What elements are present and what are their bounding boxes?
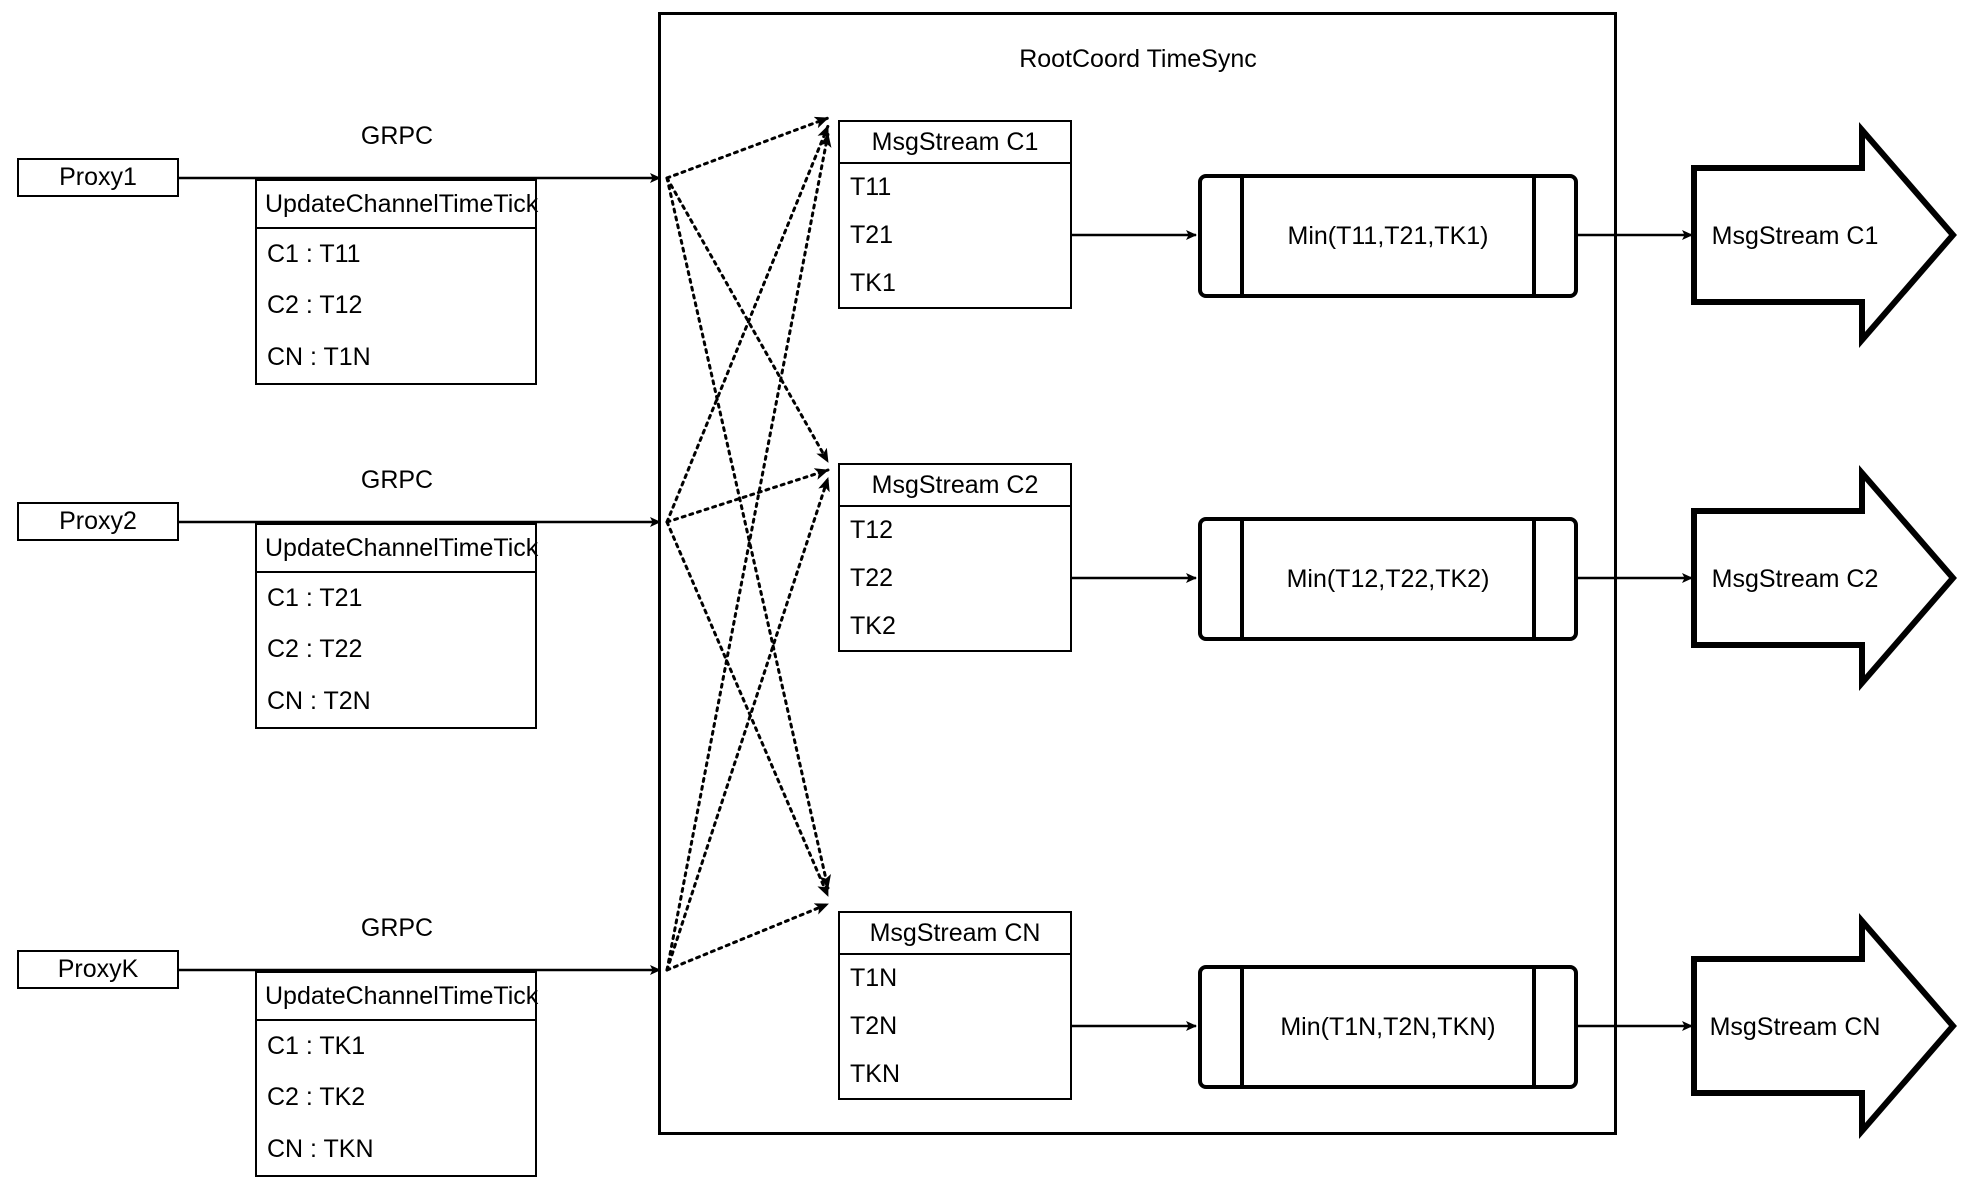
- min-subroutine-2: Min(T12,T22,TK2): [1198, 517, 1578, 641]
- timetick-row: CN : TKN: [267, 1134, 374, 1163]
- proxy-box-2[interactable]: Proxy2: [17, 502, 179, 541]
- subroutine-bar-left: [1240, 177, 1244, 295]
- update-channel-timetick-body-3: C1 : TK1 C2 : TK2 CN : TKN: [257, 1021, 535, 1175]
- msgstream-row: T11: [850, 173, 892, 202]
- grpc-label-1: GRPC: [360, 122, 434, 150]
- output-msgstream-label-1: MsgStream C1: [1711, 222, 1879, 250]
- msgstream-row: TKN: [850, 1059, 900, 1088]
- proxy-box-3[interactable]: ProxyK: [17, 950, 179, 989]
- msgstream-row: T2N: [850, 1012, 898, 1040]
- subroutine-bar-right: [1532, 177, 1536, 295]
- update-channel-timetick-header-2: UpdateChannelTimeTick: [257, 525, 538, 573]
- subroutine-bar-left: [1240, 968, 1244, 1086]
- subroutine-bar-left: [1240, 520, 1244, 638]
- timetick-row: CN : T2N: [267, 686, 371, 715]
- update-channel-timetick-body-1: C1 : T11 C2 : T12 CN : T1N: [257, 229, 535, 383]
- timetick-row: C2 : T12: [267, 291, 363, 320]
- subroutine-bar-right: [1532, 520, 1536, 638]
- timetick-row: CN : T1N: [267, 342, 371, 371]
- proxy-label-2: Proxy2: [59, 507, 137, 535]
- min-subroutine-3: Min(T1N,T2N,TKN): [1198, 965, 1578, 1089]
- timetick-row: C1 : T11: [267, 240, 361, 269]
- min-subroutine-1: Min(T11,T21,TK1): [1198, 174, 1578, 298]
- msgstream-header-2: MsgStream C2: [840, 465, 1070, 507]
- update-channel-timetick-3: UpdateChannelTimeTick C1 : TK1 C2 : TK2 …: [255, 971, 538, 1177]
- min-label-3: Min(T1N,T2N,TKN): [1280, 1012, 1496, 1041]
- timetick-row: C1 : TK1: [267, 1032, 366, 1061]
- update-channel-timetick-body-2: C1 : T21 C2 : T22 CN : T2N: [257, 573, 535, 727]
- output-msgstream-label-3: MsgStream CN: [1709, 1013, 1881, 1041]
- update-channel-timetick-1: UpdateChannelTimeTick C1 : T11 C2 : T12 …: [255, 179, 538, 385]
- proxy-box-1[interactable]: Proxy1: [17, 158, 179, 197]
- msgstream-table-3: MsgStream CN T1N T2N TKN: [838, 911, 1072, 1100]
- msgstream-body-1: T11 T21 TK1: [840, 164, 1070, 307]
- min-label-1: Min(T11,T21,TK1): [1287, 221, 1489, 250]
- msgstream-row: T22: [850, 564, 894, 592]
- proxy-label-3: ProxyK: [57, 955, 139, 983]
- msgstream-header-3: MsgStream CN: [840, 913, 1070, 955]
- update-channel-timetick-header-1: UpdateChannelTimeTick: [257, 181, 538, 229]
- msgstream-table-2: MsgStream C2 T12 T22 TK2: [838, 463, 1072, 652]
- msgstream-body-2: T12 T22 TK2: [840, 507, 1070, 650]
- update-channel-timetick-2: UpdateChannelTimeTick C1 : T21 C2 : T22 …: [255, 523, 538, 729]
- proxy-label-1: Proxy1: [59, 163, 137, 191]
- msgstream-table-1: MsgStream C1 T11 T21 TK1: [838, 120, 1072, 309]
- grpc-label-3: GRPC: [360, 914, 434, 942]
- timetick-row: C2 : T22: [267, 635, 363, 664]
- subroutine-bar-right: [1532, 968, 1536, 1086]
- msgstream-header-1: MsgStream C1: [840, 122, 1070, 164]
- msgstream-row: T12: [850, 516, 894, 545]
- msgstream-row: T21: [850, 221, 894, 249]
- rootcoord-container-title: RootCoord TimeSync: [1019, 45, 1257, 73]
- timetick-row: C1 : T21: [267, 584, 363, 613]
- grpc-label-2: GRPC: [360, 466, 434, 494]
- output-msgstream-label-2: MsgStream C2: [1711, 565, 1879, 593]
- timetick-row: C2 : TK2: [267, 1083, 366, 1112]
- rootcoord-container: [658, 12, 1617, 1135]
- msgstream-row: TK2: [850, 611, 896, 640]
- msgstream-body-3: T1N T2N TKN: [840, 955, 1070, 1098]
- msgstream-row: T1N: [850, 964, 898, 993]
- msgstream-row: TK1: [850, 268, 896, 297]
- update-channel-timetick-header-3: UpdateChannelTimeTick: [257, 973, 538, 1021]
- min-label-2: Min(T12,T22,TK2): [1286, 564, 1490, 593]
